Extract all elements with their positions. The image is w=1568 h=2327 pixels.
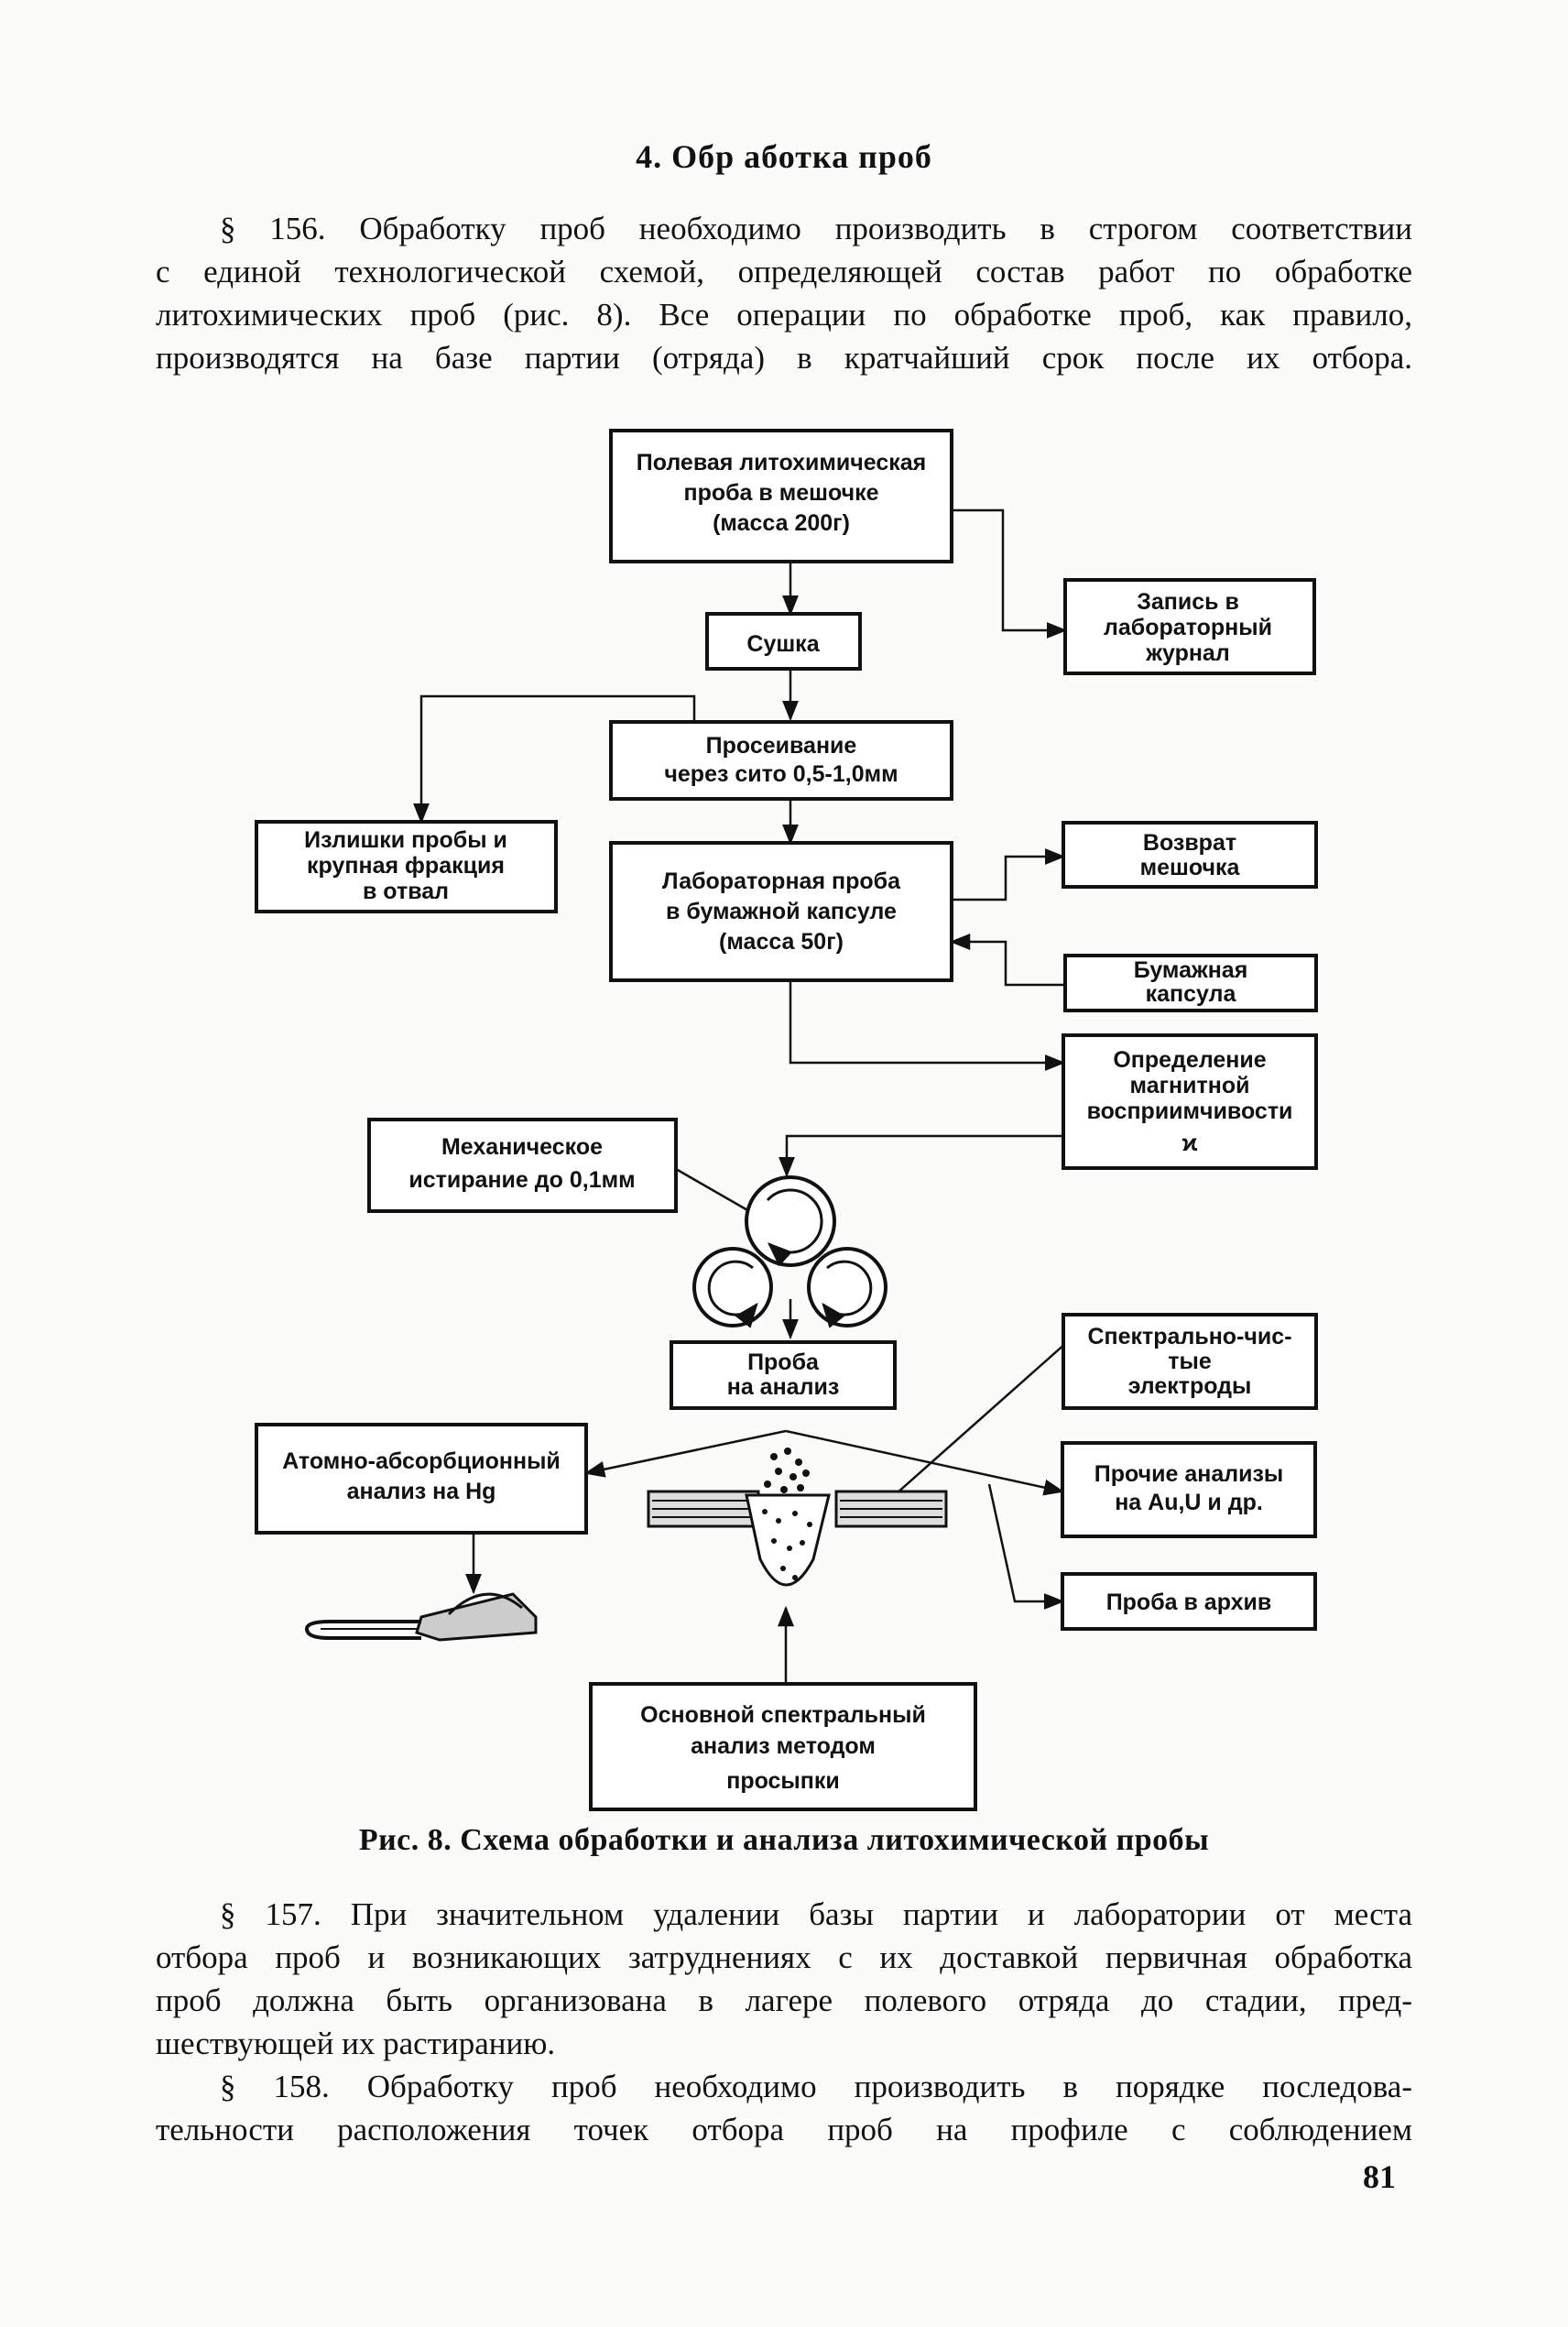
label-lab-sample-3: (масса 50г) bbox=[719, 929, 844, 955]
label-field-sample-2: проба в мешочке bbox=[683, 480, 878, 506]
label-lab-journal-1: Запись в bbox=[1137, 589, 1239, 615]
label-spectral-3: просыпки bbox=[726, 1768, 840, 1794]
box-lab-journal bbox=[1063, 578, 1316, 675]
box-excess bbox=[255, 820, 558, 913]
electrodes-crucible-illustration bbox=[647, 1448, 948, 1587]
label-atomic-1: Атомно-абсорбционный bbox=[282, 1448, 561, 1474]
box-electrodes bbox=[1062, 1313, 1318, 1410]
text-line: § 157. При значительном удалении базы па… bbox=[220, 1896, 1412, 1932]
boat-illustration bbox=[304, 1592, 538, 1642]
label-mechanical-1: Механическое bbox=[441, 1134, 603, 1160]
label-field-sample-1: Полевая литохимическая bbox=[637, 450, 927, 475]
box-atomic bbox=[255, 1423, 588, 1535]
arrow-lab-to-bag bbox=[950, 848, 1066, 901]
text-line: § 156. Обработку проб необходимо произво… bbox=[220, 211, 1412, 246]
label-atomic-2: анализ на Hg bbox=[347, 1479, 496, 1504]
label-bag-return-2: мешочка bbox=[1140, 855, 1241, 880]
label-mechanical-2: истирание до 0,1мм bbox=[408, 1167, 635, 1193]
label-sample-analysis-2: на анализ bbox=[727, 1374, 840, 1400]
box-sample-analysis bbox=[670, 1340, 897, 1410]
label-field-sample-3: (масса 200г) bbox=[713, 510, 850, 536]
label-spectral-2: анализ методом bbox=[691, 1733, 876, 1759]
box-bag-return bbox=[1062, 821, 1318, 889]
label-lab-journal-2: лабораторный bbox=[1104, 615, 1272, 640]
mill-rollers bbox=[692, 1175, 887, 1328]
text-line: производятся на базе партии (отряда) в к… bbox=[156, 340, 1412, 376]
page-number: 81 bbox=[1363, 2158, 1396, 2195]
label-lab-journal-3: журнал bbox=[1145, 640, 1229, 666]
label-magnetic-3: восприимчивости bbox=[1087, 1098, 1293, 1124]
text-line: проб должна быть организована в лагере п… bbox=[156, 1983, 1412, 2018]
label-drying: Сушка bbox=[746, 631, 820, 657]
arrow-to-atomic bbox=[583, 1429, 787, 1478]
line-mechanical-to-mill bbox=[675, 1167, 750, 1213]
connectors bbox=[413, 508, 1068, 1684]
arrow-capsule-to-lab bbox=[949, 934, 1065, 987]
box-field-sample bbox=[609, 429, 953, 563]
label-archive: Проба в архив bbox=[1106, 1590, 1272, 1615]
label-electrodes-2: тые bbox=[1168, 1349, 1212, 1374]
label-lab-sample-2: в бумажной капсуле bbox=[666, 899, 897, 924]
box-lab-sample bbox=[609, 841, 953, 982]
label-paper-capsule-2: капсула bbox=[1146, 981, 1237, 1007]
arrow-to-archive bbox=[987, 1483, 1065, 1610]
arrow-to-other bbox=[785, 1429, 1065, 1496]
arrow-field-to-journal bbox=[950, 508, 1068, 639]
box-spectral bbox=[589, 1682, 977, 1811]
box-drying bbox=[705, 612, 862, 671]
label-sample-analysis-1: Проба bbox=[747, 1349, 820, 1375]
line-electrodes-to-crucible bbox=[887, 1341, 1068, 1502]
text-line: шествующей их растиранию. bbox=[156, 2026, 556, 2061]
text-line: тельности расположения точек отбора проб… bbox=[156, 2112, 1412, 2147]
box-mechanical bbox=[367, 1118, 678, 1213]
label-other-2: на Au,U и др. bbox=[1115, 1490, 1263, 1515]
label-sieving-1: Просеивание bbox=[706, 733, 857, 759]
label-excess-3: в отвал bbox=[363, 879, 449, 904]
label-excess-1: Излишки пробы и bbox=[304, 827, 507, 853]
label-paper-capsule-1: Бумажная bbox=[1134, 957, 1248, 983]
label-electrodes-1: Спектрально-чис- bbox=[1087, 1324, 1291, 1349]
text-line: § 158. Обработку проб необходимо произво… bbox=[220, 2069, 1412, 2104]
label-magnetic-4: ϰ bbox=[1182, 1131, 1198, 1156]
box-sieving bbox=[609, 720, 953, 801]
text-line: с единой технологической схемой, определ… bbox=[156, 254, 1412, 290]
box-archive bbox=[1061, 1572, 1317, 1631]
box-magnetic bbox=[1062, 1033, 1318, 1170]
label-magnetic-1: Определение bbox=[1113, 1047, 1266, 1073]
paragraph-157: § 157. При значительном удалении базы па… bbox=[156, 1893, 1412, 2065]
label-magnetic-2: магнитной bbox=[1130, 1073, 1250, 1098]
arrow-lab-to-magnetic bbox=[789, 980, 1066, 1071]
arrow-sieving-to-excess bbox=[413, 694, 696, 825]
label-electrodes-3: электроды bbox=[1128, 1373, 1252, 1399]
label-other-1: Прочие анализы bbox=[1094, 1461, 1284, 1487]
box-paper-capsule bbox=[1063, 954, 1318, 1012]
arrow-magnetic-to-mill bbox=[779, 1134, 1063, 1178]
text-line: литохимических проб (рис. 8). Все операц… bbox=[156, 297, 1412, 333]
paragraph-158: § 158. Обработку проб необходимо произво… bbox=[156, 2065, 1412, 2151]
text-line: отбора проб и возникающих затруднениях с… bbox=[156, 1939, 1412, 1975]
paragraph-156: § 156. Обработку проб необходимо произво… bbox=[156, 207, 1412, 379]
figure-caption: Рис. 8. Схема обработки и анализа литохи… bbox=[358, 1823, 1210, 1857]
label-spectral-1: Основной спектральный bbox=[640, 1702, 926, 1728]
label-excess-2: крупная фракция bbox=[307, 853, 505, 879]
section-heading: 4. Обр аботка проб bbox=[636, 138, 932, 175]
label-bag-return-1: Возврат bbox=[1143, 830, 1236, 856]
label-lab-sample-1: Лабораторная проба bbox=[662, 869, 901, 894]
label-sieving-2: через сито 0,5-1,0мм bbox=[664, 761, 898, 787]
box-other-analyses bbox=[1061, 1441, 1317, 1538]
